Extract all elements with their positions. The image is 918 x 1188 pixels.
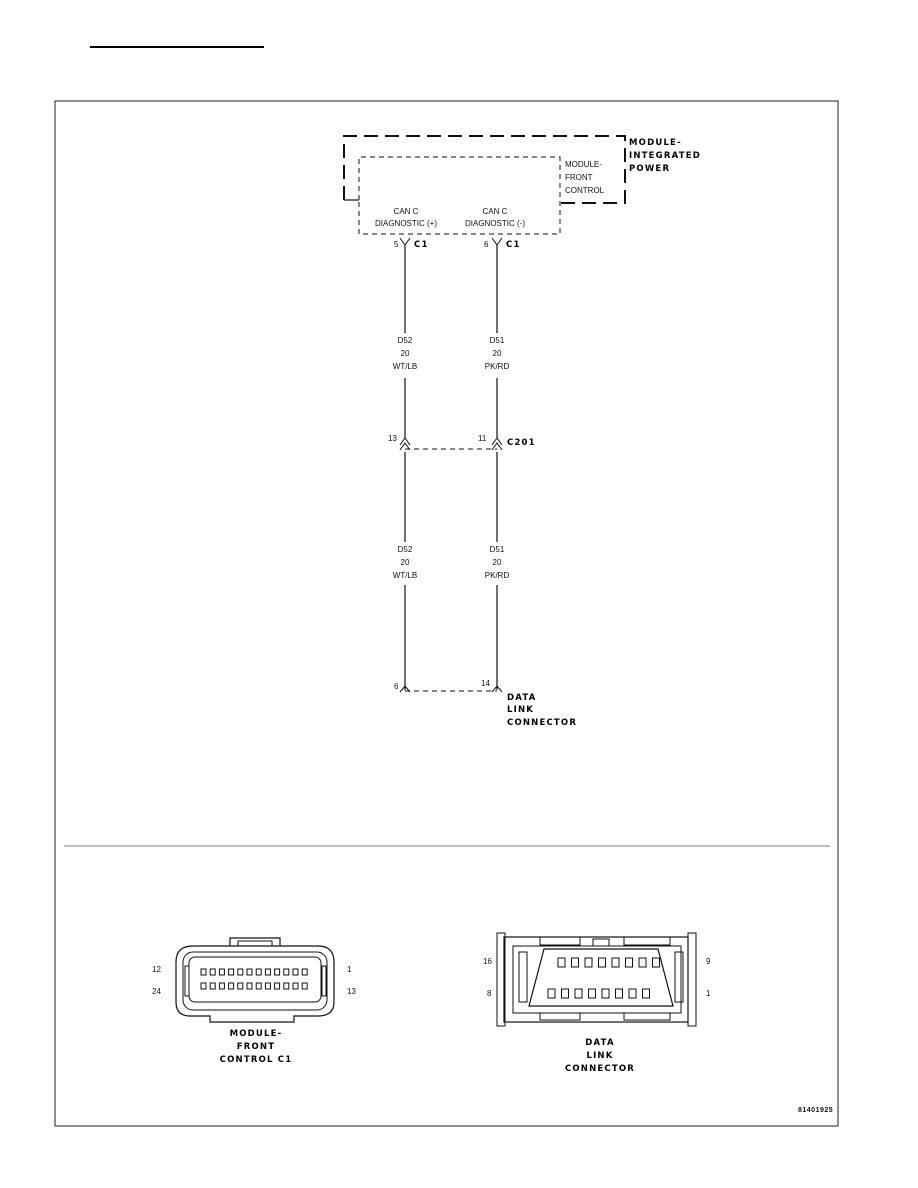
dlc-label-1: DATA xyxy=(507,693,537,703)
fcm-pin-cavity xyxy=(209,968,216,976)
wire-right-lower-gauge: 20 xyxy=(493,558,502,567)
fcm-label-2: FRONT xyxy=(565,173,593,182)
dlc-pin-left: 6 xyxy=(394,682,399,691)
dlc-view-pin-16: 16 xyxy=(483,957,492,966)
wire-left-lower-color: WT/LB xyxy=(393,571,417,580)
dlc-pin-cavity xyxy=(601,988,610,999)
fcm-pin-cavity xyxy=(283,968,290,976)
dlc-pin-cavity xyxy=(628,988,637,999)
c201-label: C201 xyxy=(507,438,536,448)
fcm-pin-cavity xyxy=(228,968,235,976)
dlc-view-label-2: LINK xyxy=(586,1051,613,1061)
wire-left-lower-gauge: 20 xyxy=(401,558,410,567)
dlc-pin-cavity xyxy=(557,957,566,968)
dlc-view-label-3: CONNECTOR xyxy=(565,1064,635,1074)
fcm-pin-24: 24 xyxy=(152,987,161,996)
figure-id: 81401925 xyxy=(798,1107,833,1114)
dlc-connector-view: 16 8 9 1 DATA LINK CONNECTOR xyxy=(483,932,711,1074)
can-pos-label-1: CAN C xyxy=(394,207,419,216)
can-neg-label-2: DIAGNOSTIC (-) xyxy=(465,219,525,228)
fcm-pin-cavity xyxy=(209,982,216,990)
wire-right-upper-gauge: 20 xyxy=(493,349,502,358)
wire-left-lower-circuit: D52 xyxy=(398,545,413,554)
dlc-view-pin-1: 1 xyxy=(706,989,711,998)
c201-pin-left: 13 xyxy=(388,434,397,443)
fcm-pin-cavity xyxy=(274,968,281,976)
fcm-pin-cavity xyxy=(283,982,290,990)
dlc-terminals: 6 14 DATA LINK CONNECTOR xyxy=(394,679,577,728)
dlc-pin-cavity xyxy=(588,988,596,999)
ipm-label-3: POWER xyxy=(629,164,670,174)
dlc-pin-cavity xyxy=(571,957,579,968)
dlc-pin-cavity xyxy=(638,957,647,968)
fcm-pin-cavity xyxy=(301,982,308,990)
fcm-pin-cavity xyxy=(292,982,299,990)
c1-label-left: C1 xyxy=(414,240,429,250)
dlc-label-3: CONNECTOR xyxy=(507,718,577,728)
dlc-view-pin-9: 9 xyxy=(706,957,711,966)
fcm-pin-cavity xyxy=(274,982,281,990)
wire-left-upper-color: WT/LB xyxy=(393,362,417,371)
fcm-pin-cavity xyxy=(292,968,299,976)
dlc-view-pin-8: 8 xyxy=(487,989,492,998)
fcm-pin-cavity xyxy=(246,968,253,976)
dlc-view-label-1: DATA xyxy=(585,1038,615,1048)
wire-left-upper-gauge: 20 xyxy=(401,349,410,358)
dlc-pin-cavity xyxy=(625,957,633,968)
c1-label-right: C1 xyxy=(506,240,521,250)
fcm-pin-cavity xyxy=(255,982,262,990)
diagram-frame xyxy=(54,100,839,1127)
dlc-pin-cavity xyxy=(574,988,583,999)
fcm-pin-1: 1 xyxy=(347,965,352,974)
dlc-label-2: LINK xyxy=(507,705,534,715)
fcm-pin-cavity xyxy=(237,968,244,976)
fcm-c1-label-1: MODULE- xyxy=(230,1029,283,1039)
fcm-c1-connector-view: 12 24 1 13 MODULE- FRONT CONTROL C1 xyxy=(152,937,356,1065)
wire-right-lower-color: PK/RD xyxy=(485,571,510,580)
fcm-pin-cavity xyxy=(200,968,207,976)
can-neg-label-1: CAN C xyxy=(483,207,508,216)
fcm-pin-cavity xyxy=(200,982,207,990)
wire-left-upper-circuit: D52 xyxy=(398,336,413,345)
fcm-label-3: CONTROL xyxy=(565,186,605,195)
dlc-pin-cavity xyxy=(611,957,620,968)
dlc-pin-cavity xyxy=(561,988,569,999)
ipm-label-2: INTEGRATED xyxy=(629,151,701,161)
fcm-pin-cavity xyxy=(301,968,308,976)
module-integrated-power: MODULE- INTEGRATED POWER xyxy=(343,135,701,204)
wire-right-lower-circuit: D51 xyxy=(490,545,505,554)
fcm-pin-cavity xyxy=(218,968,225,976)
module-front-control: MODULE- FRONT CONTROL CAN C DIAGNOSTIC (… xyxy=(358,156,605,235)
dlc-pin-cavity xyxy=(615,988,623,999)
dlc-pin-cavity xyxy=(642,988,650,999)
can-pos-label-2: DIAGNOSTIC (+) xyxy=(375,219,437,228)
c201-pin-right: 11 xyxy=(478,434,487,443)
fcm-c1-label-2: FRONT xyxy=(237,1042,276,1052)
fcm-c1-label-3: CONTROL C1 xyxy=(220,1055,293,1065)
wire-right-upper-circuit: D51 xyxy=(490,336,505,345)
fcm-pin-cavity xyxy=(237,982,244,990)
fcm-pin-cavity xyxy=(264,968,271,976)
fcm-pin-12: 12 xyxy=(152,965,161,974)
c1-pin-left: 5 xyxy=(394,240,399,249)
fcm-pin-cavity xyxy=(264,982,271,990)
fcm-pin-cavity xyxy=(228,982,235,990)
c201-connector: 13 11 C201 xyxy=(388,434,536,451)
c1-terminals: 5 6 C1 C1 xyxy=(394,237,521,250)
fcm-pin-cavity xyxy=(246,982,253,990)
ipm-label-1: MODULE- xyxy=(629,138,682,148)
fcm-pin-cavity xyxy=(255,968,262,976)
fcm-pin-cavity xyxy=(218,982,225,990)
wire-right-upper-color: PK/RD xyxy=(485,362,510,371)
dlc-pin-cavity xyxy=(598,957,606,968)
dlc-pin-cavity xyxy=(584,957,593,968)
fcm-pin-13: 13 xyxy=(347,987,356,996)
c1-pin-right: 6 xyxy=(484,240,489,249)
dlc-pin-right: 14 xyxy=(481,679,490,688)
fcm-label-1: MODULE- xyxy=(565,160,602,169)
dlc-pin-cavity xyxy=(652,957,660,968)
dlc-pin-cavity xyxy=(547,988,556,999)
